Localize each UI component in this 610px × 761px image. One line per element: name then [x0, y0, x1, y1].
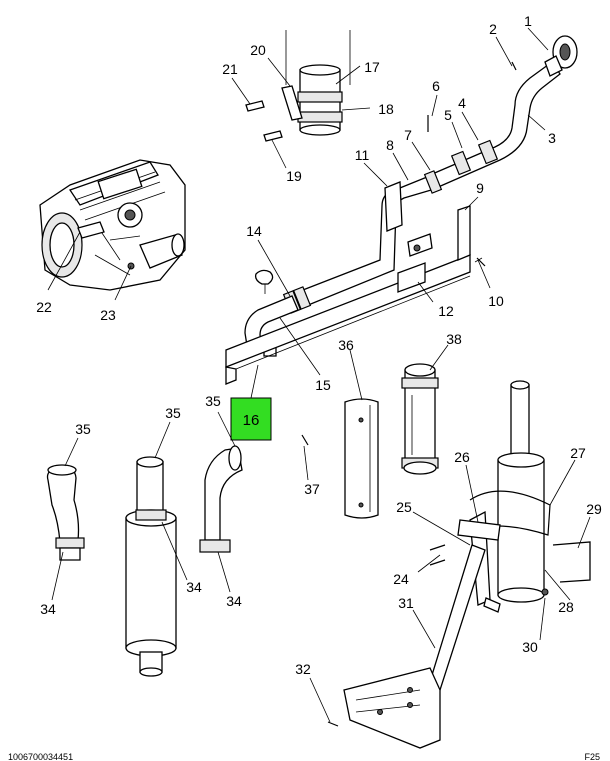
footer-left-code: 1006700034451 [8, 752, 73, 761]
callout-12: 12 [438, 303, 454, 319]
heat-shield [344, 398, 379, 519]
callout-26: 26 [454, 449, 470, 465]
mounting-bracket [343, 510, 501, 749]
callout-18: 18 [378, 101, 394, 117]
callout-25: 25 [396, 499, 412, 515]
engine-illustration [39, 159, 186, 291]
footer: 1006700034451 F25 [8, 752, 600, 761]
callout-10: 10 [488, 293, 504, 309]
callout-14: 14 [246, 223, 262, 239]
callout-23: 23 [100, 307, 116, 323]
curved-stack [199, 445, 243, 553]
callout-27: 27 [570, 445, 586, 461]
highlighted-part-16[interactable]: 16 [230, 364, 272, 441]
callout-30: 30 [522, 639, 538, 655]
callout-34-b: 34 [186, 579, 202, 595]
callout-17: 17 [364, 59, 380, 75]
callout-20: 20 [250, 42, 266, 58]
muffler-left [125, 456, 177, 677]
callout-29: 29 [586, 501, 602, 517]
callout-34-a: 34 [40, 601, 56, 617]
callout-24: 24 [393, 571, 409, 587]
callout-38: 38 [446, 331, 462, 347]
callout-labels: 1 2 3 4 5 6 7 8 9 10 11 12 14 15 17 18 1… [36, 13, 602, 677]
callout-5: 5 [444, 107, 452, 123]
callout-7: 7 [404, 127, 412, 143]
callout-11: 11 [355, 147, 370, 163]
stack-tube [401, 363, 439, 475]
callout-19: 19 [286, 168, 302, 184]
callout-21: 21 [222, 61, 238, 77]
callout-36: 36 [338, 337, 354, 353]
callout-31: 31 [398, 595, 414, 611]
callout-8: 8 [386, 137, 394, 153]
upper-stack-assembly [245, 30, 351, 142]
callout-35-c: 35 [205, 393, 221, 409]
exhaust-pipe-assembly [244, 35, 578, 357]
callout-3: 3 [548, 130, 556, 146]
callout-35-b: 35 [165, 405, 181, 421]
callout-4: 4 [458, 95, 466, 111]
callout-1: 1 [524, 13, 532, 29]
callout-28: 28 [558, 599, 574, 615]
callout-37: 37 [304, 481, 320, 497]
bolts [301, 61, 517, 727]
callout-35-a: 35 [75, 421, 91, 437]
callout-9: 9 [476, 180, 484, 196]
callout-16-label: 16 [243, 412, 260, 429]
footer-right-code: F25 [584, 752, 600, 761]
callout-2: 2 [489, 21, 497, 37]
callout-15: 15 [315, 377, 331, 393]
frame-rail [225, 205, 483, 385]
leader-lines [47, 27, 591, 723]
callout-34-c: 34 [226, 593, 242, 609]
callout-6: 6 [432, 78, 440, 94]
callout-22: 22 [36, 299, 52, 315]
flex-elbow [46, 464, 85, 561]
callout-32: 32 [295, 661, 311, 677]
